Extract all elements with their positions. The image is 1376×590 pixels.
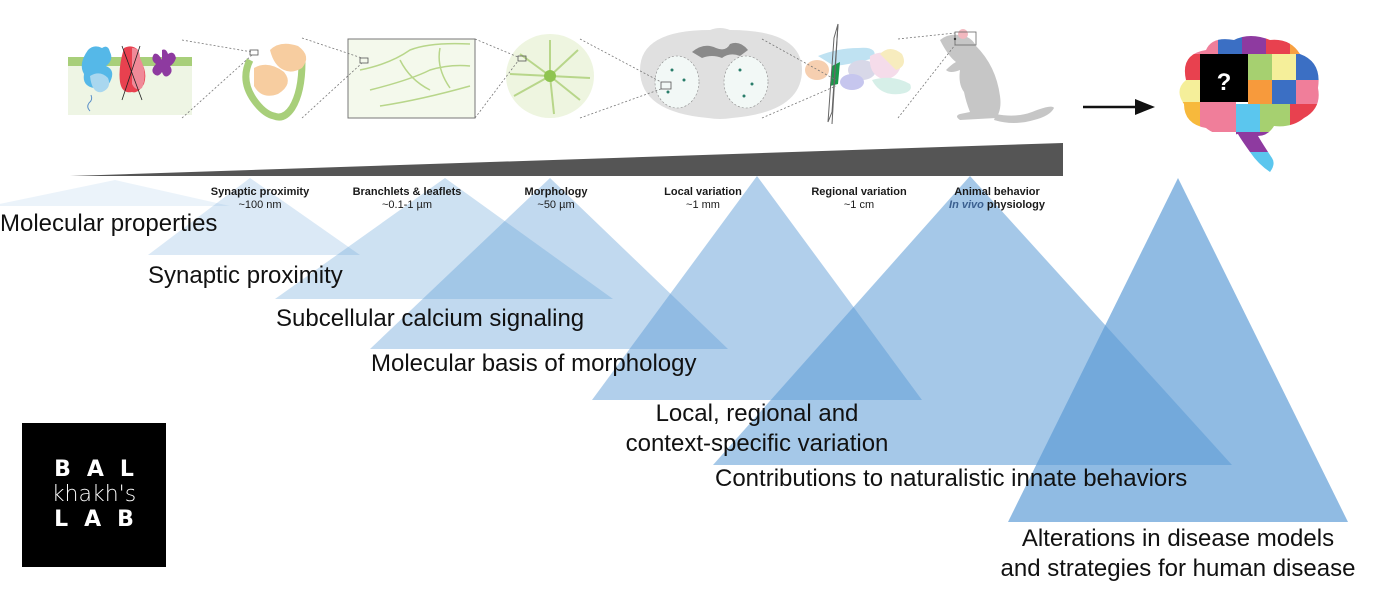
synapse-icon (242, 43, 307, 121)
scale-label-morphology: Morphology ~50 µm (524, 186, 588, 211)
scale-label-regional: Regional variation ~1 cm (811, 186, 907, 211)
triangle-synaptic-proximity (148, 178, 360, 255)
membrane-proteins-icon (68, 45, 192, 115)
scale-label-branchlets: Branchlets & leaflets ~0.1-1 µm (352, 186, 462, 211)
mouse-icon (940, 29, 1054, 123)
triangle-morphology (370, 178, 728, 349)
theme-synaptic-proximity: Synaptic proximity (148, 262, 343, 289)
theme-morphology: Molecular basis of morphology (371, 350, 697, 377)
theme-subcellular-calcium: Subcellular calcium signaling (276, 305, 585, 332)
logo-line-3: LAB (54, 507, 150, 532)
theme-local-regional: Local, regional and context-specific var… (625, 400, 889, 457)
question-mark: ? (1217, 69, 1232, 96)
scale-label-local: Local variation ~1 mm (664, 186, 742, 211)
logo-line-1: BAL (54, 457, 150, 482)
scale-label-synaptic: Synaptic proximity ~100 nm (210, 186, 310, 211)
theme-molecular-properties: Molecular properties (0, 210, 218, 237)
logo-line-2: khakh's (51, 482, 137, 507)
brain-sagittal-icon (805, 23, 911, 125)
astrocyte-icon (506, 34, 594, 118)
triangle-molecular-properties (0, 180, 230, 206)
scale-label-animal: Animal behavior In vivo physiology (949, 186, 1045, 211)
arrow-right-icon (1083, 99, 1155, 115)
scale-wedge (70, 143, 1063, 176)
theme-disease: Alterations in disease models and strate… (1000, 525, 1356, 582)
branchlets-icon (347, 38, 476, 119)
triangle-disease (1008, 178, 1348, 522)
in-vivo-text: In vivo (949, 199, 984, 211)
lab-logo: BAL khakh's LAB (22, 423, 166, 567)
brain-coronal-section-icon (640, 28, 802, 119)
theme-innate-behaviors: Contributions to naturalistic innate beh… (715, 465, 1188, 492)
